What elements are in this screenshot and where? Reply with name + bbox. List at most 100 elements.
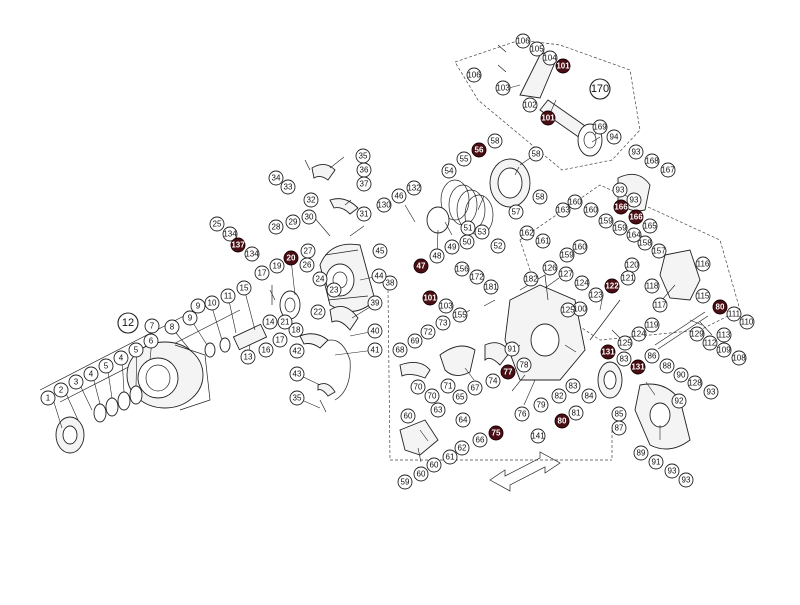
callout-93d: 93 [703,384,719,400]
svg-text:89: 89 [637,449,646,458]
svg-text:158: 158 [638,239,652,248]
callout-17: 17 [254,265,270,281]
pinion-drawing [204,290,301,358]
svg-text:169: 169 [593,123,607,132]
callout-127: 127 [558,266,574,282]
callout-79: 79 [533,397,549,413]
drag-washer-stack [93,385,143,423]
callouts: 1 2 3 4 5 4 5 6 7 8 9 9 10 11 12 13 14 1… [40,33,755,490]
svg-text:91: 91 [508,345,517,354]
svg-text:159: 159 [613,224,627,233]
svg-text:24: 24 [316,275,325,284]
svg-text:141: 141 [531,432,545,441]
callout-94: 94 [606,129,622,145]
callout-3: 3 [68,374,84,390]
svg-text:60: 60 [404,412,413,421]
callout-28: 28 [268,219,284,235]
callout-86: 86 [644,348,660,364]
callout-58b: 58 [528,146,544,162]
callout-166: 166 [613,199,629,215]
callout-106: 106 [515,33,531,49]
callout-64: 64 [455,412,471,428]
callout-23: 23 [326,282,342,298]
svg-text:132: 132 [407,184,421,193]
callout-24: 24 [312,271,328,287]
svg-text:69: 69 [411,337,420,346]
svg-text:22: 22 [314,308,323,317]
svg-text:12: 12 [122,317,134,329]
rotor-bearing-drawing [426,158,531,234]
svg-text:63: 63 [434,406,443,415]
callout-159c: 159 [559,247,575,263]
callout-20: 20 [283,250,299,266]
callout-38: 38 [382,275,398,291]
callout-160c: 160 [572,239,588,255]
callout-84: 84 [581,388,597,404]
svg-text:137: 137 [231,241,245,250]
svg-text:55: 55 [460,155,469,164]
callout-160: 160 [567,194,583,210]
svg-text:17: 17 [276,336,285,345]
callout-134b: 134 [244,246,260,262]
svg-text:128: 128 [688,379,702,388]
callout-130: 130 [376,197,392,213]
callout-1: 1 [40,390,56,406]
svg-text:16: 16 [262,346,271,355]
svg-text:8: 8 [170,323,175,332]
callout-131: 131 [600,344,616,360]
svg-text:44: 44 [375,272,384,281]
svg-text:134: 134 [223,230,237,239]
svg-text:36: 36 [360,166,369,175]
svg-text:113: 113 [718,331,731,340]
callout-9b: 9 [190,298,206,314]
svg-text:1: 1 [46,394,51,403]
svg-text:108: 108 [732,354,746,363]
callout-51: 51 [460,220,476,236]
svg-text:94: 94 [610,133,619,142]
callout-4b: 4 [113,350,129,366]
callout-7: 7 [144,318,160,334]
callout-52: 52 [490,238,506,254]
svg-text:33: 33 [284,183,293,192]
callout-21: 21 [277,314,293,330]
svg-text:93: 93 [632,148,641,157]
callout-115: 115 [695,288,711,304]
callout-126: 126 [542,260,558,276]
svg-text:48: 48 [433,252,442,261]
svg-text:31: 31 [360,210,369,219]
svg-text:20: 20 [287,254,296,263]
callout-87: 87 [611,420,627,436]
callout-43: 43 [289,366,305,382]
svg-text:84: 84 [585,392,594,401]
svg-text:90: 90 [677,371,686,380]
svg-text:172: 172 [470,273,484,282]
callout-31: 31 [356,206,372,222]
callout-82: 82 [551,388,567,404]
svg-text:111: 111 [728,310,741,319]
svg-text:10: 10 [208,299,217,308]
svg-text:37: 37 [360,180,369,189]
svg-text:81: 81 [572,409,581,418]
callout-93e: 93 [664,463,680,479]
callout-67: 67 [467,380,483,396]
svg-text:47: 47 [417,262,426,271]
svg-text:86: 86 [648,352,657,361]
svg-text:101: 101 [423,294,437,303]
svg-text:3: 3 [74,378,79,387]
svg-text:5: 5 [104,362,109,371]
callout-123: 123 [588,287,604,303]
svg-text:60: 60 [430,461,439,470]
callout-8: 8 [164,319,180,335]
callout-60: 60 [400,408,416,424]
callout-73: 73 [435,315,451,331]
callout-65: 65 [452,389,468,405]
svg-text:14: 14 [266,318,275,327]
callout-164: 164 [626,227,642,243]
svg-text:35: 35 [359,152,368,161]
callout-66: 66 [472,432,488,448]
callout-103b: 103 [438,298,454,314]
svg-text:50: 50 [463,238,472,247]
direction-arrow-drawing [489,451,561,492]
svg-text:125: 125 [561,306,575,315]
callout-134: 134 [222,226,238,242]
